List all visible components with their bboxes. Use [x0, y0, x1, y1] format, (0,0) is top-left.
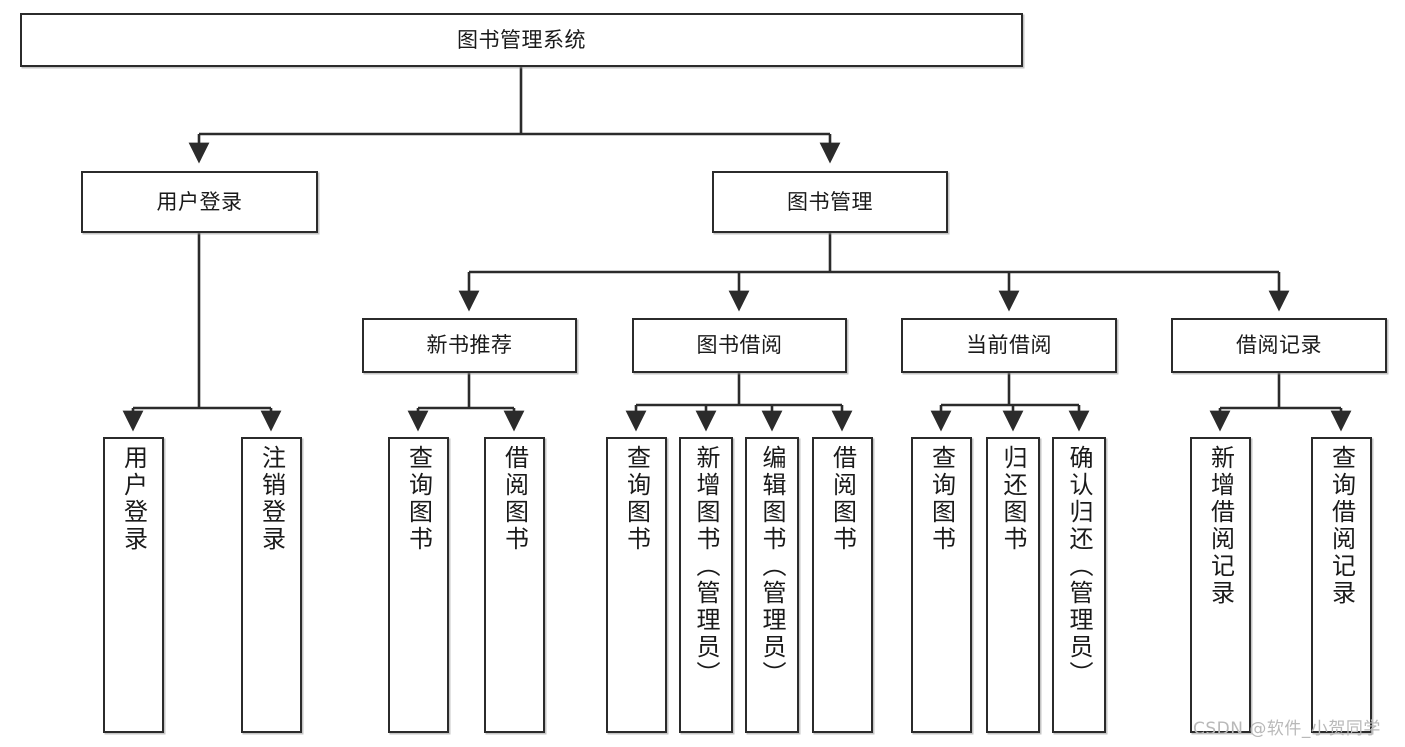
node-root-system[interactable]: 图书管理系统: [20, 13, 1023, 67]
node-leaf-borrow-edit-book-admin[interactable]: 编辑图书（管理员）: [745, 437, 799, 733]
node-new-book-recommend[interactable]: 新书推荐: [362, 318, 577, 373]
node-leaf-user-login[interactable]: 用户登录: [103, 437, 164, 733]
node-leaf-record-add-record[interactable]: 新增借阅记录: [1190, 437, 1251, 733]
node-label: 查询图书: [927, 445, 956, 553]
node-leaf-recommend-query-book[interactable]: 查询图书: [388, 437, 449, 733]
node-leaf-recommend-borrow-book[interactable]: 借阅图书: [484, 437, 545, 733]
node-leaf-record-query-record[interactable]: 查询借阅记录: [1311, 437, 1372, 733]
node-label: 编辑图书（管理员）: [758, 445, 786, 688]
node-user-login[interactable]: 用户登录: [81, 171, 318, 233]
node-label: 查询图书: [404, 445, 433, 553]
node-book-borrow[interactable]: 图书借阅: [632, 318, 847, 373]
csdn-watermark: CSDN @软件_小贺同学: [1193, 719, 1381, 739]
node-label: 用户登录: [119, 445, 148, 553]
node-label: 用户登录: [156, 189, 243, 214]
node-leaf-borrow-add-book-admin[interactable]: 新增图书（管理员）: [679, 437, 733, 733]
node-label: 借阅图书: [828, 445, 857, 553]
node-leaf-borrow-borrow-book[interactable]: 借阅图书: [812, 437, 873, 733]
node-label: 图书管理系统: [457, 27, 586, 52]
node-label: 当前借阅: [966, 333, 1052, 358]
node-label: 新增图书（管理员）: [692, 445, 720, 688]
node-label: 新书推荐: [426, 333, 513, 358]
node-label: 新增借阅记录: [1206, 445, 1235, 607]
node-leaf-current-return-book[interactable]: 归还图书: [986, 437, 1040, 733]
node-leaf-borrow-query-book[interactable]: 查询图书: [606, 437, 667, 733]
node-label: 借阅图书: [500, 445, 529, 553]
node-leaf-user-logout[interactable]: 注销登录: [241, 437, 302, 733]
node-label: 图书借阅: [696, 333, 783, 358]
node-book-management[interactable]: 图书管理: [712, 171, 948, 233]
node-leaf-current-query-book[interactable]: 查询图书: [911, 437, 972, 733]
node-label: 归还图书: [999, 445, 1027, 553]
node-leaf-current-confirm-return-admin[interactable]: 确认归还（管理员）: [1052, 437, 1106, 733]
node-current-borrow[interactable]: 当前借阅: [901, 318, 1117, 373]
node-label: 确认归还（管理员）: [1065, 445, 1093, 688]
node-label: 图书管理: [787, 189, 873, 214]
node-label: 注销登录: [257, 445, 286, 553]
node-label: 查询图书: [622, 445, 651, 553]
node-label: 查询借阅记录: [1327, 445, 1356, 607]
node-borrow-record[interactable]: 借阅记录: [1171, 318, 1387, 373]
node-label: 借阅记录: [1236, 333, 1322, 358]
